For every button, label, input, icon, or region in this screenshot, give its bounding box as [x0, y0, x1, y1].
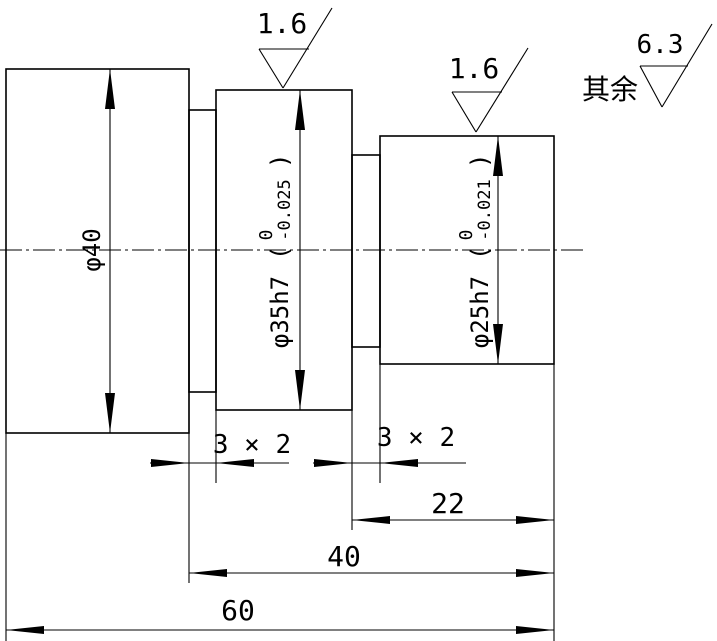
length-40-label: 40	[327, 540, 361, 573]
groove-dim-1: 3 × 2	[150, 430, 291, 467]
roughness-1-value: 1.6	[257, 7, 308, 40]
diameter-25-paren-close: )	[466, 154, 494, 168]
diameter-25-label: φ25h7	[466, 276, 494, 348]
roughness-other-label: 其余	[582, 73, 638, 106]
length-22-label: 22	[431, 487, 465, 520]
diameter-25-upper-deviation: 0	[456, 230, 477, 241]
groove-2	[351, 154, 381, 348]
diameter-35-paren-open: (	[266, 246, 294, 260]
groove-2-label: 3 × 2	[377, 423, 455, 453]
length-dim-60: 60	[6, 594, 554, 634]
diameter-40-label: φ40	[78, 228, 106, 271]
roughness-2-value: 1.6	[449, 52, 500, 85]
groove-1-label: 3 × 2	[213, 430, 291, 460]
diameter-dim-25	[493, 136, 503, 364]
diameter-35-upper-deviation: 0	[256, 230, 277, 241]
roughness-other-value: 6.3	[637, 30, 684, 60]
diameter-25-lower-deviation: -0.021	[475, 179, 495, 240]
diameter-dim-35	[295, 90, 305, 410]
diameter-35-label: φ35h7	[266, 276, 294, 348]
shaft-section-25	[379, 135, 555, 365]
diameter-35-paren-close: )	[266, 154, 294, 168]
groove-1	[188, 109, 217, 393]
length-dim-22: 22	[352, 487, 554, 524]
length-60-label: 60	[221, 594, 255, 627]
roughness-symbol-1: 1.6	[257, 7, 333, 89]
diameter-25-paren-open: (	[466, 246, 494, 260]
roughness-symbol-2: 1.6	[449, 47, 529, 133]
diameter-35-lower-deviation: -0.025	[275, 179, 295, 240]
diameter-dim-40	[105, 69, 115, 433]
groove-dim-2: 3 × 2	[313, 423, 466, 467]
roughness-symbol-other: 6.3 其余	[582, 23, 713, 108]
length-dim-40: 40	[189, 540, 554, 577]
